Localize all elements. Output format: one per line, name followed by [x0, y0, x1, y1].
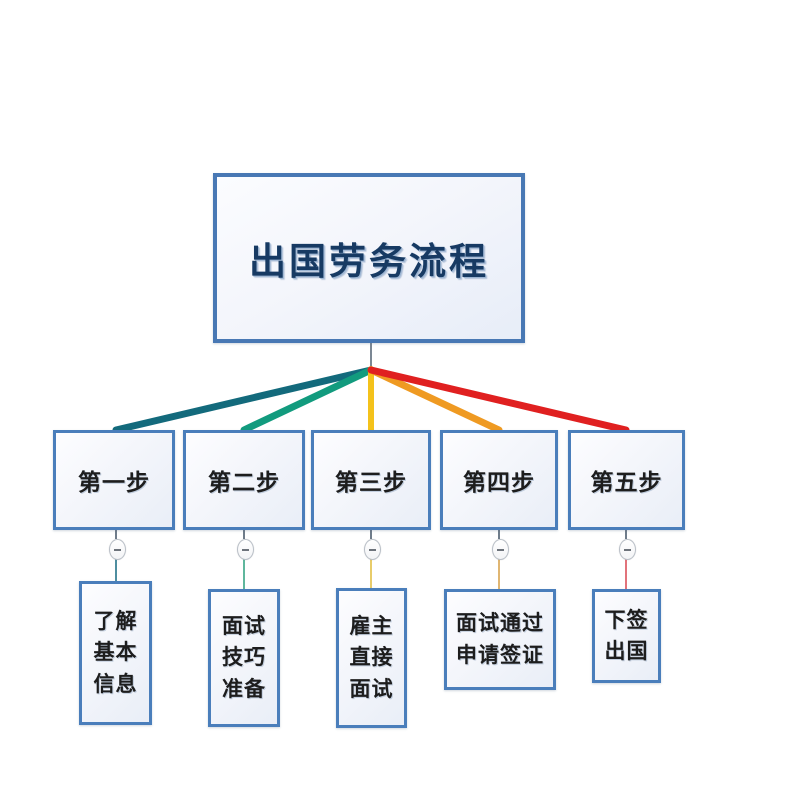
branch-to-step-1 — [112, 366, 375, 434]
collapse-toggle-step-2[interactable] — [237, 539, 254, 560]
collapse-toggle-step-3[interactable] — [364, 539, 381, 560]
leaf-node-5[interactable]: 下签 出国 — [592, 589, 661, 683]
collapse-toggle-step-4[interactable] — [492, 539, 509, 560]
collapse-toggle-step-1[interactable] — [109, 539, 126, 560]
branch-to-step-2 — [240, 366, 375, 434]
step-node-3-label: 第三步 — [335, 470, 407, 496]
step-node-1-label: 第一步 — [78, 470, 150, 496]
minus-icon — [369, 548, 376, 551]
step-node-5[interactable]: 第五步 — [568, 430, 685, 530]
leaf-node-3[interactable]: 雇主 直接 面试 — [336, 588, 407, 728]
minus-icon — [497, 548, 504, 551]
branch-to-step-5 — [367, 366, 630, 434]
step-node-3[interactable]: 第三步 — [311, 430, 431, 530]
step-node-2-label: 第二步 — [208, 470, 280, 496]
leaf-node-4[interactable]: 面试通过 申请签证 — [444, 589, 556, 690]
leaf-node-3-label: 雇主 直接 面试 — [349, 614, 394, 701]
minus-icon — [624, 548, 631, 551]
step-node-4-label: 第四步 — [463, 470, 535, 496]
step-node-4[interactable]: 第四步 — [440, 430, 558, 530]
step-node-2[interactable]: 第二步 — [183, 430, 305, 530]
leaf-node-5-label: 下签 出国 — [604, 607, 649, 663]
leaf-node-1[interactable]: 了解 基本 信息 — [79, 581, 152, 725]
minus-icon — [242, 548, 249, 551]
collapse-toggle-step-5[interactable] — [619, 539, 636, 560]
leaf-node-2-label: 面试 技巧 准备 — [222, 614, 266, 701]
leaf-node-4-label: 面试通过 申请签证 — [456, 611, 544, 667]
leaf-node-2[interactable]: 面试 技巧 准备 — [208, 589, 280, 727]
step-node-1[interactable]: 第一步 — [53, 430, 175, 530]
root-node-label: 出国劳务流程 — [249, 240, 489, 283]
leaf-node-1-label: 了解 基本 信息 — [93, 609, 138, 696]
step-node-5-label: 第五步 — [590, 470, 663, 496]
branch-to-step-4 — [367, 366, 503, 434]
minus-icon — [114, 548, 121, 551]
root-node[interactable]: 出国劳务流程 — [213, 173, 525, 343]
